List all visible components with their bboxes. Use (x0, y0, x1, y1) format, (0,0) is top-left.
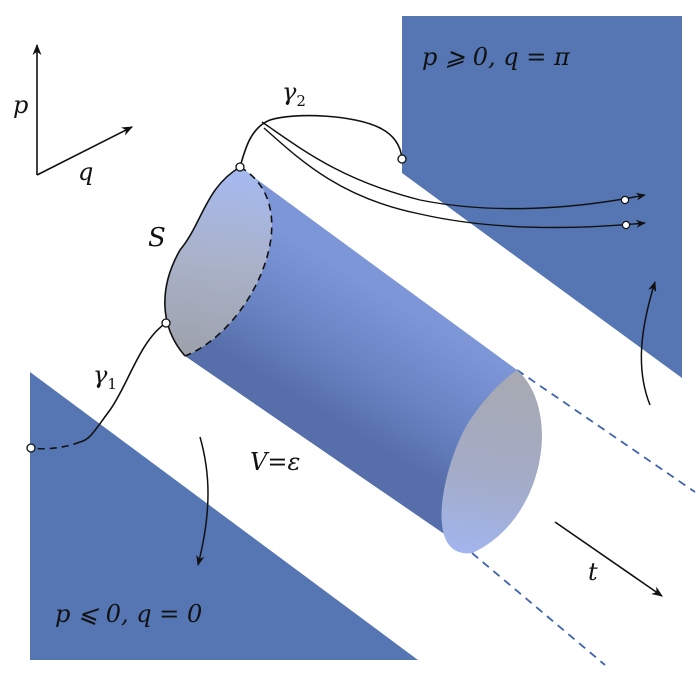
upper-region-label: p ⩾ 0, q = π (422, 43, 571, 71)
flow-arrow-lower (196, 436, 209, 567)
gamma2-start-point (235, 162, 245, 172)
gamma1-symbol: γ (93, 361, 108, 389)
volume-label: V=ε (250, 448, 300, 476)
upper-region (402, 16, 682, 378)
lower-region-label: p ⩽ 0, q = 0 (55, 600, 202, 628)
gamma1-label: γ1 (93, 361, 117, 393)
p-axis-label: p (13, 91, 28, 119)
lower-region (30, 372, 418, 660)
gamma1-curve (79, 322, 167, 443)
back-cap-hidden-edge (184, 166, 273, 357)
flow-arrow-upper (640, 280, 657, 406)
trajectory-upper (261, 121, 646, 210)
tube-top-continuation (516, 369, 696, 493)
gamma2-symbol: γ (282, 78, 297, 106)
surface-s-label: S (148, 223, 166, 253)
gamma2-end-point (397, 154, 407, 164)
gamma1-end-point (161, 318, 171, 328)
time-label: t (588, 558, 598, 586)
gamma1-subscript: 1 (107, 375, 117, 393)
gamma2-curve (239, 114, 403, 168)
gamma2-subscript: 2 (296, 92, 306, 110)
gamma2-label: γ2 (282, 78, 306, 110)
trajectory-lower-point (621, 220, 631, 230)
trajectory-lower (263, 127, 646, 229)
back-cap-outline-left (164, 166, 241, 357)
tube-bottom-continuation (471, 552, 606, 666)
time-arrow (554, 521, 663, 597)
front-cap (441, 370, 542, 554)
back-cap (164, 167, 272, 356)
q-axis-arrow (36, 126, 133, 176)
gamma1-hidden-part (30, 441, 81, 450)
cylinder-body (185, 167, 542, 553)
gamma1-start-point (26, 443, 36, 453)
trajectory-upper-point (620, 195, 630, 205)
q-axis-label: q (78, 158, 93, 186)
